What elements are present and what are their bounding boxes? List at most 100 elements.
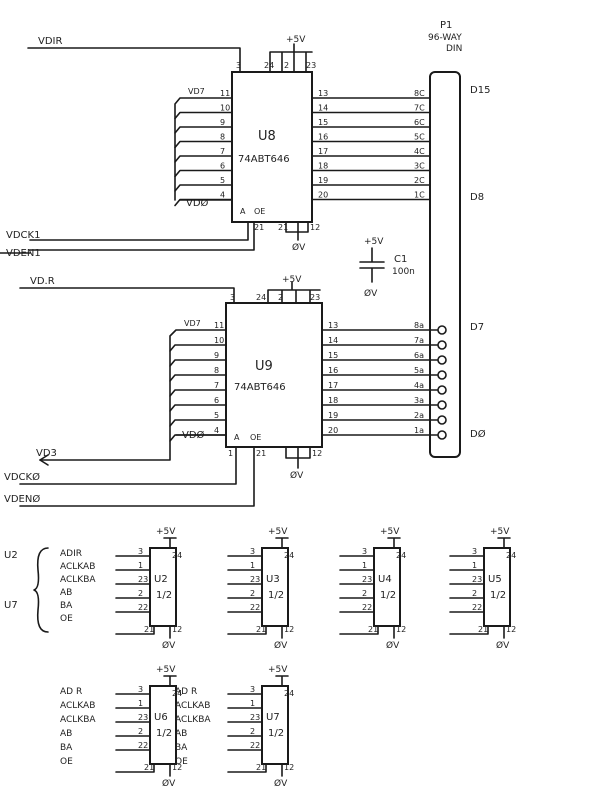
u8-conn-label-4: 4C bbox=[414, 147, 425, 156]
u8-conn-label-3: 5C bbox=[414, 133, 425, 142]
u9-conn-label-0: 8a bbox=[414, 321, 424, 330]
u8-5v: +5V bbox=[286, 35, 306, 45]
mini-chip-toppin-4: 24 bbox=[172, 689, 182, 698]
u8-rpin-7: 20 bbox=[318, 191, 328, 200]
mini-chip-half-0: 1/2 bbox=[156, 590, 172, 601]
mini-chip-name-4: U6 bbox=[154, 712, 168, 723]
u9-vdck0: VDCKØ bbox=[4, 471, 40, 483]
u9-conn-label-5: 3a bbox=[414, 396, 424, 405]
u9-oe: OE bbox=[250, 433, 261, 442]
mini-chip-3-pin-0: 3 bbox=[472, 547, 477, 556]
mini-chip-half-2: 1/2 bbox=[380, 590, 396, 601]
mini-chip-bpin1-0: 21 bbox=[144, 625, 154, 634]
mini-chip-3-pin-1: 1 bbox=[472, 561, 477, 570]
mini-chip-5-pin-0: 3 bbox=[250, 685, 255, 694]
u9-rpin-4: 17 bbox=[328, 381, 338, 390]
u9-toppin-3: 23 bbox=[310, 293, 320, 302]
mini-chip-5v-0: +5V bbox=[156, 527, 176, 537]
u8-rpin-6: 19 bbox=[318, 176, 328, 185]
u8-vdck1: VDCK1 bbox=[6, 230, 40, 241]
mini-chip-1-pin-0: 3 bbox=[250, 547, 255, 556]
signal-label-2-2: ACLKBA bbox=[175, 715, 211, 725]
mini-chip-1-pin-2: 23 bbox=[250, 575, 260, 584]
mini-chip-bpin1-1: 21 bbox=[256, 625, 266, 634]
signal-label-2-4: BA bbox=[175, 743, 188, 753]
mini-chip-bpin2-1: 12 bbox=[284, 625, 294, 634]
u9-lpin-5: 6 bbox=[214, 396, 219, 405]
signal-label-1-1: ACLKAB bbox=[60, 701, 95, 711]
mini-chip-bpin2-5: 12 bbox=[284, 763, 294, 772]
u8-bpin-1b: 21 bbox=[278, 223, 288, 232]
mini-chip-2-pin-0: 3 bbox=[362, 547, 367, 556]
c1-5v: +5V bbox=[364, 237, 384, 247]
u9-block: U9 74ABT646 VD.R +5V 3 24 2 23 VD3 VD7 V… bbox=[4, 275, 447, 507]
mini-chip-2-pin-1: 1 bbox=[362, 561, 367, 570]
p1-d8: D8 bbox=[470, 192, 484, 203]
mini-chip-gnd-5: ØV bbox=[274, 778, 288, 789]
mini-chip-bpin1-3: 21 bbox=[478, 625, 488, 634]
u9-conn-pin-2 bbox=[437, 355, 447, 365]
u8-bpin-1: 21 bbox=[254, 223, 264, 232]
mini-chip-4-pin-4: 22 bbox=[138, 741, 148, 750]
signal-label-1-3: AB bbox=[60, 729, 72, 739]
mini-chip-5-pin-1: 1 bbox=[250, 699, 255, 708]
mini-chip-5v-2: +5V bbox=[380, 527, 400, 537]
signal-label-1-5: OE bbox=[60, 757, 73, 767]
signal-label-1-2: ACLKBA bbox=[60, 715, 96, 725]
mini-chip-4-pin-1: 1 bbox=[138, 699, 143, 708]
u8-bpin-2: 12 bbox=[310, 223, 320, 232]
u8-lpin-6: 5 bbox=[220, 176, 225, 185]
u9-lpin-6: 5 bbox=[214, 411, 219, 420]
mini-chip-bpin2-4: 12 bbox=[172, 763, 182, 772]
mini-chip-gnd-2: ØV bbox=[386, 640, 400, 651]
u8-lpin-4: 7 bbox=[220, 147, 225, 156]
u8-part: 74ABT646 bbox=[238, 154, 290, 165]
mini-chip-0-pin-3: 2 bbox=[138, 589, 143, 598]
u9-rpin-7: 20 bbox=[328, 426, 338, 435]
u8-conn-label-1: 7C bbox=[414, 104, 425, 113]
mini-chip-5-pin-3: 2 bbox=[250, 727, 255, 736]
signal-label-0-5: OE bbox=[60, 614, 73, 624]
mini-chip-4-pin-0: 3 bbox=[138, 685, 143, 694]
u8-toppin-2: 2 bbox=[284, 61, 289, 70]
u8-conn-label-6: 2C bbox=[414, 176, 425, 185]
mini-chip-toppin-3: 24 bbox=[506, 551, 516, 560]
u9-lpin-7: 4 bbox=[214, 426, 219, 435]
signal-label-2-3: AB bbox=[175, 729, 187, 739]
signal-label-2-0: AD R bbox=[175, 687, 197, 697]
c1-val: 100n bbox=[392, 267, 415, 277]
u9-toppin-1: 24 bbox=[256, 293, 266, 302]
legend: U2 U7 bbox=[4, 547, 49, 633]
u9-toppin-0: 3 bbox=[230, 293, 235, 302]
signal-label-0-2: ACLKBA bbox=[60, 575, 96, 585]
u9-conn-pin-5 bbox=[437, 400, 447, 410]
mini-chip-bpin1-4: 21 bbox=[144, 763, 154, 772]
u9-lpin-1: 10 bbox=[214, 336, 224, 345]
mini-chip-4-pin-3: 2 bbox=[138, 727, 143, 736]
mini-chip-half-1: 1/2 bbox=[268, 590, 284, 601]
u8-chip bbox=[231, 71, 313, 223]
signal-label-1-4: BA bbox=[60, 743, 73, 753]
mini-chip-1-pin-4: 22 bbox=[250, 603, 260, 612]
u9-conn-label-1: 7a bbox=[414, 336, 424, 345]
mini-chip-0-pin-2: 23 bbox=[138, 575, 148, 584]
u9-label: U9 bbox=[255, 359, 273, 374]
mini-chip-bpin2-0: 12 bbox=[172, 625, 182, 634]
mini-chip-bpin1-2: 21 bbox=[368, 625, 378, 634]
mini-chip-0-pin-1: 1 bbox=[138, 561, 143, 570]
u8-toppin-0: 3 bbox=[236, 61, 241, 70]
mini-chip-5v-1: +5V bbox=[268, 527, 288, 537]
u8-gnd: ØV bbox=[292, 242, 306, 253]
u9-gnd: ØV bbox=[290, 470, 304, 481]
mini-chip-5v-4: +5V bbox=[156, 665, 176, 675]
u8-conn-label-0: 8C bbox=[414, 89, 425, 98]
mini-chip-4-pin-2: 23 bbox=[138, 713, 148, 722]
u9-vd3: VD3 bbox=[36, 448, 57, 459]
c1-gnd: ØV bbox=[364, 288, 378, 299]
